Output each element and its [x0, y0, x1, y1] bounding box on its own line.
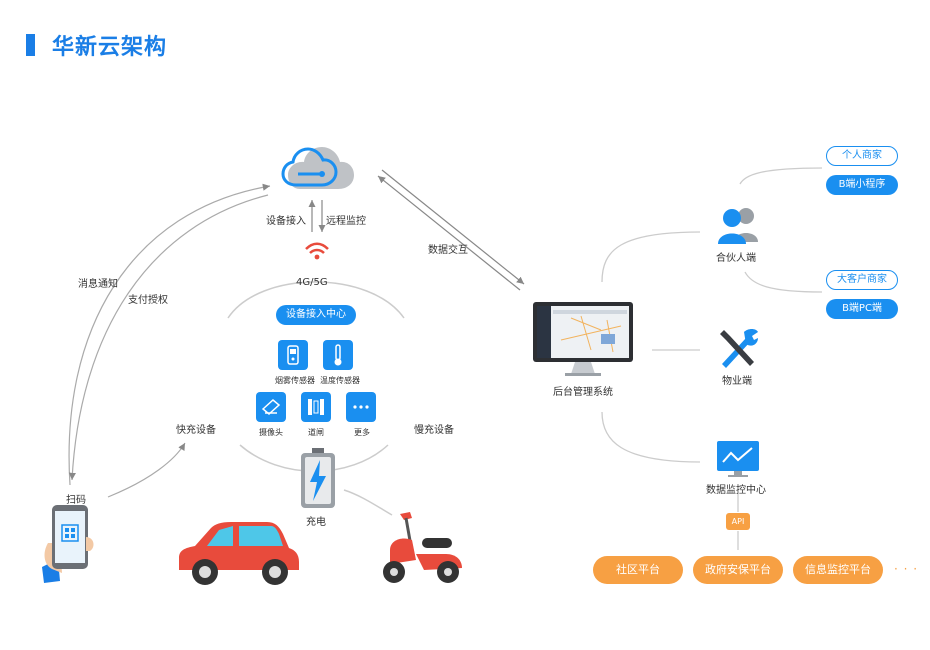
device-access-label: 设备接入: [266, 216, 306, 227]
scan-label: 扫码: [66, 495, 86, 506]
partner-item-miniprogram: B端小程序: [826, 175, 898, 195]
data-monitor-label: 数据监控中心: [706, 485, 766, 496]
data-monitor-icon: [717, 441, 759, 477]
cloud-icon: [281, 147, 354, 189]
data-exchange-label: 数据交互: [428, 245, 468, 256]
charging-label: 充电: [306, 517, 326, 528]
phone-scan-icon: [42, 505, 94, 583]
title-accent-bar: [26, 34, 35, 56]
partner-users-icon: [718, 208, 758, 244]
platform-government-security: 政府安保平台: [693, 556, 783, 584]
smoke-sensor-icon: [278, 340, 308, 370]
property-label: 物业端: [722, 376, 752, 387]
partner-item-pc: B端PC端: [826, 299, 898, 319]
backend-label: 后台管理系统: [553, 387, 613, 398]
device-label-smoke: 烟雾传感器: [275, 376, 315, 385]
page-title: 华新云架构: [52, 35, 168, 60]
camera-icon: [256, 392, 286, 422]
pay-auth-arc: [68, 194, 269, 481]
slow-charge-label: 慢充设备: [414, 425, 454, 436]
partner-label: 合伙人端: [716, 253, 756, 264]
battery-icon: [301, 448, 335, 508]
fast-charge-label: 快充设备: [176, 425, 216, 436]
partner-item-enterprise: 大客户商家: [826, 270, 898, 290]
network-label: 4G/5G: [296, 277, 328, 288]
scooter-icon: [383, 512, 462, 583]
pay-auth-label: 支付授权: [128, 295, 168, 306]
wrench-screwdriver-icon: [720, 329, 758, 368]
car-icon: [179, 522, 299, 585]
message-arc: [68, 183, 271, 486]
barrier-gate-icon: [301, 392, 331, 422]
access-center-badge: 设备接入中心: [276, 305, 356, 325]
message-notify-label: 消息通知: [78, 279, 118, 290]
platform-info-monitor: 信息监控平台: [793, 556, 883, 584]
platform-community: 社区平台: [593, 556, 683, 584]
wifi-icon: [305, 242, 329, 260]
more-icon: [346, 392, 376, 422]
more-platforms-ellipsis: · · ·: [894, 562, 919, 576]
device-label-camera: 摄像头: [259, 428, 283, 437]
device-label-more: 更多: [354, 428, 370, 437]
device-label-gate: 道闸: [308, 428, 324, 437]
thermometer-icon: [323, 340, 353, 370]
partner-item-personal: 个人商家: [826, 146, 898, 166]
backend-monitor-icon: [533, 302, 633, 376]
phone-charge-arc: [107, 442, 186, 498]
remote-monitor-label: 远程监控: [326, 216, 366, 227]
device-label-temp: 温度传感器: [320, 376, 360, 385]
api-badge: API: [726, 513, 750, 530]
